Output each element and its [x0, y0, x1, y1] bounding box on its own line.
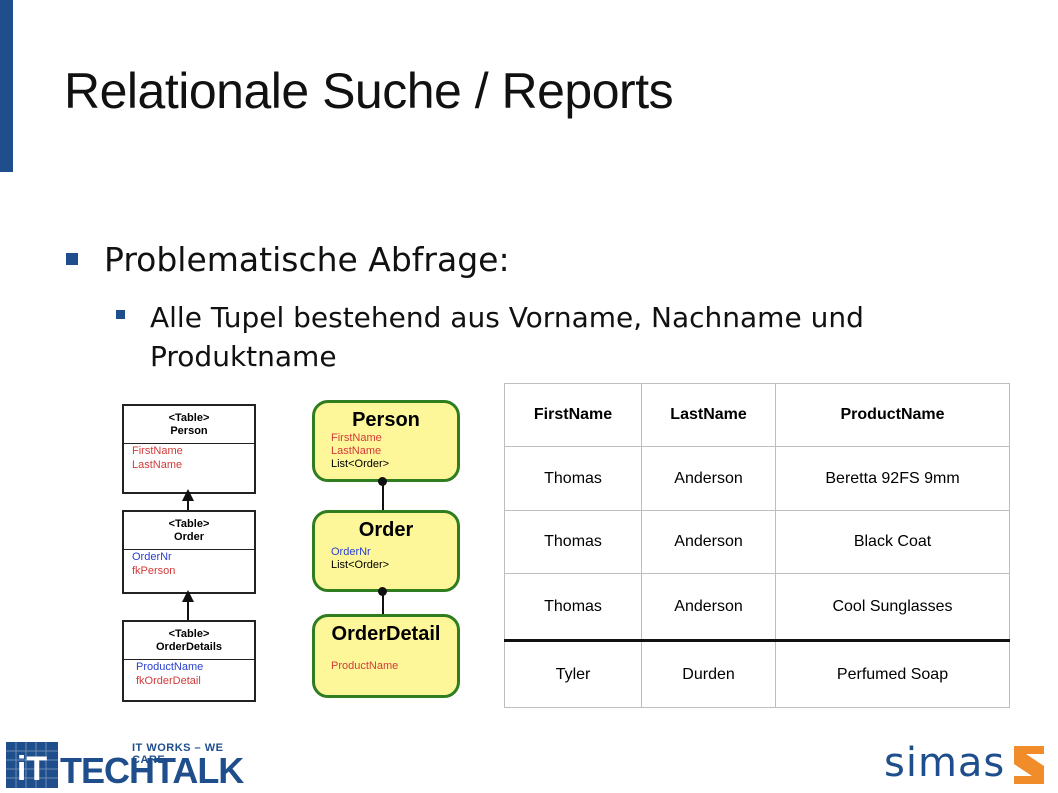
uml-table-name: Order — [174, 531, 204, 543]
uml-field: FirstName — [132, 445, 183, 457]
column-header: FirstName — [503, 382, 643, 448]
uml-table-person: <Table> Person FirstName LastName — [122, 404, 256, 494]
table-cell: Black Coat — [775, 509, 1010, 575]
object-order: Order OrderNr List<Order> — [312, 510, 460, 592]
table-cell: Thomas — [503, 509, 643, 575]
object-field: FirstName — [331, 432, 382, 444]
object-relation-line — [382, 592, 384, 616]
uml-field: OrderNr — [132, 551, 172, 563]
table-row: Thomas Anderson Beretta 92FS 9mm — [503, 446, 1010, 511]
uml-table-order: <Table> Order OrderNr fkPerson — [122, 510, 256, 594]
table-row: Thomas Anderson Black Coat — [503, 509, 1010, 575]
arrow-up-icon — [182, 489, 194, 501]
table-cell: Durden — [641, 639, 777, 708]
table-cell: Cool Sunglasses — [775, 573, 1010, 642]
object-field: LastName — [331, 445, 382, 457]
bullet-text: Problematische Abfrage: — [104, 240, 510, 279]
uml-field: fkPerson — [132, 565, 176, 577]
table-row: Thomas Anderson Cool Sunglasses — [503, 573, 1010, 642]
object-name: Order — [358, 519, 414, 541]
techtalk-logo: iT IT WORKS – WE CARE TECHTALK — [4, 738, 249, 791]
table-cell: Anderson — [641, 446, 777, 511]
techtalk-grid-icon: iT — [6, 742, 58, 788]
table-cell: Thomas — [503, 573, 643, 642]
object-field: List<Order> — [331, 458, 390, 470]
object-relation-line — [382, 482, 384, 512]
simas-name: simas — [884, 740, 1006, 786]
uml-stereotype: <Table> — [168, 518, 210, 530]
techtalk-name: TECHTALK — [60, 750, 244, 791]
table-header-row: FirstName LastName ProductName — [503, 382, 1010, 448]
uml-relation-line — [187, 600, 189, 620]
result-table: FirstName LastName ProductName Thomas An… — [503, 382, 1010, 708]
uml-table-orderdetails: <Table> OrderDetails ProductName fkOrder… — [122, 620, 256, 702]
accent-bar — [0, 0, 13, 172]
column-header: ProductName — [775, 382, 1010, 448]
uml-field: LastName — [132, 459, 183, 471]
uml-table-name: Person — [170, 425, 208, 437]
bullet-square-icon — [66, 253, 78, 265]
bullet-level-2: Alle Tupel bestehend aus Vorname, Nachna… — [116, 298, 968, 376]
object-field: List<Order> — [331, 559, 390, 571]
column-header: LastName — [641, 382, 777, 448]
uml-table-name: OrderDetails — [155, 641, 223, 653]
uml-field: fkOrderDetail — [136, 675, 201, 687]
simas-s-mark-icon — [1014, 746, 1044, 784]
table-cell: Thomas — [503, 446, 643, 511]
object-person: Person FirstName LastName List<Order> — [312, 400, 460, 482]
table-cell: Tyler — [503, 639, 643, 708]
techtalk-icon-letters: iT — [17, 750, 47, 788]
slide-title: Relationale Suche / Reports — [64, 63, 674, 119]
object-field: OrderNr — [331, 546, 371, 558]
connector-dot-icon — [378, 477, 387, 486]
table-row: Tyler Durden Perfumed Soap — [503, 639, 1010, 708]
object-orderdetail: OrderDetail ProductName — [312, 614, 460, 698]
arrow-up-icon — [182, 590, 194, 602]
table-cell: Anderson — [641, 509, 777, 575]
object-name: OrderDetail — [331, 623, 441, 645]
object-field: ProductName — [331, 660, 399, 672]
table-cell: Anderson — [641, 573, 777, 642]
table-cell: Perfumed Soap — [775, 639, 1010, 708]
techtalk-slogan: IT WORKS – WE CARE — [132, 742, 224, 766]
uml-stereotype: <Table> — [168, 412, 210, 424]
bullet-level-1: Problematische Abfrage: — [64, 240, 510, 279]
uml-field: ProductName — [136, 661, 204, 673]
simas-logo: simas — [884, 740, 1054, 790]
connector-dot-icon — [378, 587, 387, 596]
bullet-square-icon — [116, 310, 125, 319]
uml-stereotype: <Table> — [168, 628, 210, 640]
table-cell: Beretta 92FS 9mm — [775, 446, 1010, 511]
uml-relation-line — [187, 500, 189, 510]
bullet-text: Alle Tupel bestehend aus Vorname, Nachna… — [150, 301, 864, 373]
object-name: Person — [352, 409, 420, 431]
